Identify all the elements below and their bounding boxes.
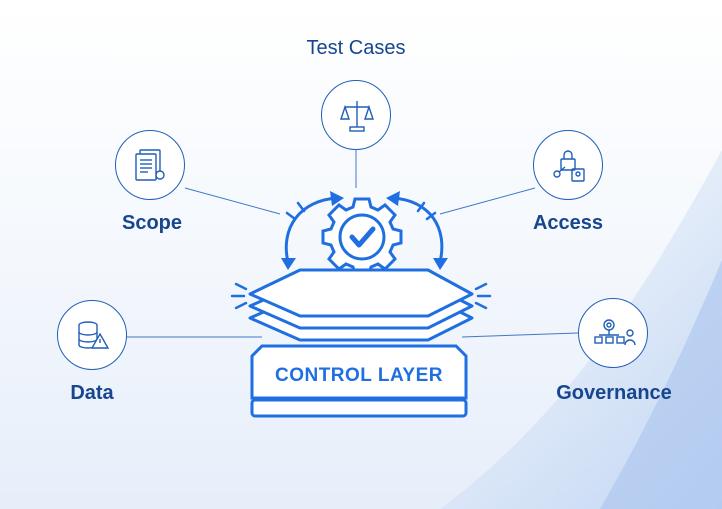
database-warning-icon xyxy=(78,321,110,349)
scope-label: Scope xyxy=(121,212,183,234)
access-node[interactable] xyxy=(533,130,603,200)
test-cases-node[interactable] xyxy=(321,80,391,150)
governance-label: Governance xyxy=(556,382,672,404)
connector-access xyxy=(439,187,536,215)
connector-governance xyxy=(461,332,579,338)
data-node[interactable] xyxy=(57,300,127,370)
governance-node[interactable] xyxy=(578,298,648,368)
org-chart-gear-icon xyxy=(594,319,636,346)
test-cases-label: Test Cases xyxy=(306,37,406,59)
connector-scope xyxy=(184,187,281,215)
control-layer-label: CONTROL LAYER xyxy=(274,365,444,386)
scope-node[interactable] xyxy=(115,130,185,200)
data-label: Data xyxy=(70,382,114,404)
access-label: Access xyxy=(532,212,604,234)
background-swoosh-2 xyxy=(600,260,722,509)
lock-key-icon xyxy=(553,150,585,182)
documents-icon xyxy=(135,149,165,181)
scales-icon xyxy=(340,101,374,132)
